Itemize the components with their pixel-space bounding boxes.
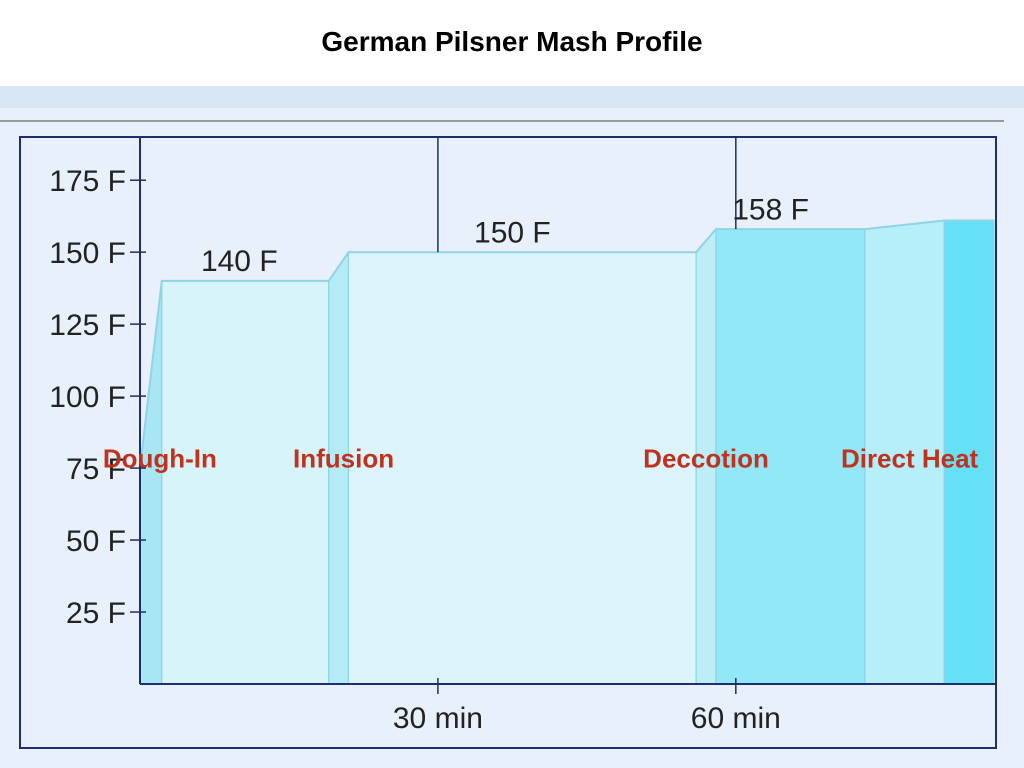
step-label-3: Deccotion bbox=[643, 443, 769, 473]
profile-segment-1 bbox=[139, 280, 163, 685]
x-tick-label-30: 30 min bbox=[393, 702, 483, 735]
header-band bbox=[0, 86, 1024, 108]
temp-label-3: 158 F bbox=[732, 193, 809, 226]
y-tick-label-50: 50 F bbox=[66, 525, 126, 558]
plot-frame bbox=[19, 136, 997, 749]
profile-segment-2 bbox=[161, 280, 330, 685]
step-label-4: Direct Heat bbox=[841, 443, 979, 473]
y-tick-label-75: 75 F bbox=[66, 453, 126, 486]
profile-line bbox=[139, 219, 994, 469]
temp-label-1: 140 F bbox=[201, 245, 278, 278]
y-tick-label-100: 100 F bbox=[49, 381, 126, 414]
step-label-2: Infusion bbox=[293, 443, 394, 473]
y-tick-label-150: 150 F bbox=[49, 237, 126, 270]
page-title: German Pilsner Mash Profile bbox=[321, 26, 703, 57]
divider-rule bbox=[0, 120, 1004, 122]
x-tick-label-60: 60 min bbox=[691, 702, 781, 735]
y-tick-label-175: 175 F bbox=[49, 165, 126, 198]
y-tick-label-125: 125 F bbox=[49, 309, 126, 342]
step-label-1: Dough-In bbox=[103, 443, 217, 473]
y-tick-label-25: 25 F bbox=[66, 597, 126, 630]
temp-label-2: 150 F bbox=[474, 216, 551, 249]
